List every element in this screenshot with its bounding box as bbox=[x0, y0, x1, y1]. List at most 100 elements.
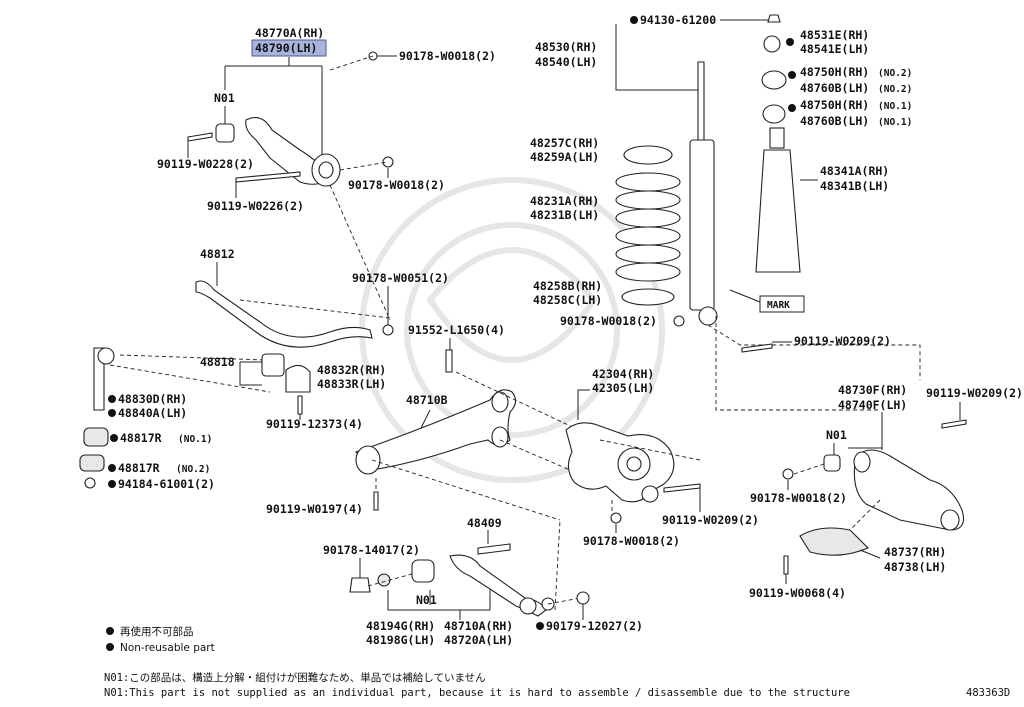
nut-94184 bbox=[84, 477, 96, 489]
label-90119-w0209-a[interactable]: 90119-W0209(2) bbox=[662, 513, 759, 527]
label-48541e[interactable]: 48541E(LH) bbox=[800, 42, 869, 56]
label-48231a[interactable]: 48231A(RH) bbox=[530, 194, 599, 208]
label-48830d[interactable]: 48830D(RH) bbox=[118, 392, 187, 406]
label-90119-w0197[interactable]: 90119-W0197(4) bbox=[266, 502, 363, 516]
coil-spring bbox=[615, 172, 681, 282]
lower-link-group: 48409 90178-14017(2) N01 48194G(RH) 4819… bbox=[323, 516, 643, 647]
washer-48194g bbox=[377, 573, 391, 587]
stabilizer-bar bbox=[195, 280, 373, 348]
label-48720a[interactable]: 48720A(LH) bbox=[444, 633, 513, 647]
label-48812[interactable]: 48812 bbox=[200, 247, 235, 261]
shock-spring-group: 94130-61200 48530(RH) 48540(LH) 48257C(R… bbox=[530, 13, 921, 411]
nut-90178-w0018-b bbox=[382, 156, 394, 168]
label-90178-w0018-c[interactable]: 90178-W0018(2) bbox=[583, 534, 680, 548]
label-n01-top: N01 bbox=[214, 91, 235, 105]
label-90178-w0051[interactable]: 90178-W0051(2) bbox=[352, 271, 449, 285]
label-48409[interactable]: 48409 bbox=[467, 516, 502, 530]
label-48531e[interactable]: 48531E(RH) bbox=[800, 28, 869, 42]
label-48817r-1[interactable]: 48817R bbox=[120, 431, 162, 445]
bolt-90119-w0226 bbox=[235, 171, 301, 183]
label-48833r[interactable]: 48833R(LH) bbox=[317, 377, 386, 391]
label-48540[interactable]: 48540(LH) bbox=[535, 55, 597, 69]
label-48341b[interactable]: 48341B(LH) bbox=[820, 179, 889, 193]
label-48740f[interactable]: 48740F(LH) bbox=[838, 398, 907, 412]
bump-stopper-top bbox=[769, 127, 785, 149]
label-48760b-2[interactable]: 48760B(LH) bbox=[800, 81, 869, 95]
label-48817r-2[interactable]: 48817R bbox=[118, 461, 160, 475]
stabilizer-bracket bbox=[285, 364, 311, 393]
lower-arm-48710b bbox=[355, 389, 517, 471]
bolt-90119-w0068 bbox=[783, 555, 789, 575]
upper-arm bbox=[245, 117, 331, 185]
label-48710b[interactable]: 48710B bbox=[406, 393, 448, 407]
highlight-box-48790[interactable] bbox=[251, 39, 327, 57]
stabilizer-bushing bbox=[261, 353, 285, 377]
label-48832r[interactable]: 48832R(RH) bbox=[317, 363, 386, 377]
nut-90178-14017 bbox=[349, 577, 371, 593]
label-48730f[interactable]: 48730F(RH) bbox=[838, 383, 907, 397]
label-48737[interactable]: 48737(RH) bbox=[884, 545, 946, 559]
label-42304[interactable]: 42304(RH) bbox=[592, 367, 654, 381]
label-48258b[interactable]: 48258B(RH) bbox=[533, 279, 602, 293]
label-48840a[interactable]: 48840A(LH) bbox=[118, 406, 187, 420]
cushion-no1 bbox=[83, 427, 109, 447]
upper-spring-seat bbox=[623, 145, 673, 165]
label-90119-12373[interactable]: 90119-12373(4) bbox=[266, 417, 363, 431]
bolt-90119-w0209-c bbox=[941, 419, 967, 429]
label-48231b[interactable]: 48231B(LH) bbox=[530, 208, 599, 222]
lower-arm-cover bbox=[799, 527, 869, 556]
label-90178-w0018-b[interactable]: 90178-W0018(2) bbox=[348, 178, 445, 192]
diagram-id: 483363D bbox=[966, 687, 1010, 699]
legend-en: Non-reusable part bbox=[120, 642, 215, 654]
nut-90179-12027 bbox=[576, 591, 590, 605]
lower-spring-seat bbox=[621, 288, 675, 306]
nut-94130 bbox=[767, 14, 781, 23]
nut-90178-w0018-d bbox=[673, 315, 685, 327]
bushing-n01-mid bbox=[411, 559, 435, 583]
nut-90178-w0018-c bbox=[610, 512, 622, 524]
upper-arm-group: 48770A(RH) 48790(LH) N01 90178-W0018(2) … bbox=[157, 26, 496, 321]
label-48760b-1[interactable]: 48760B(LH) bbox=[800, 114, 869, 128]
label-48750h-1[interactable]: 48750H(RH) bbox=[800, 98, 869, 112]
label-48770a[interactable]: 48770A(RH) bbox=[255, 26, 324, 40]
mark-box bbox=[759, 295, 805, 313]
label-90119-w0228[interactable]: 90119-W0228(2) bbox=[157, 157, 254, 171]
label-n01-right: N01 bbox=[826, 428, 847, 442]
label-94184[interactable]: 94184-61001(2) bbox=[118, 477, 215, 491]
label-90178-w0018-a[interactable]: 90178-W0018(2) bbox=[399, 49, 496, 63]
bolt-90119-w0209-a bbox=[663, 483, 701, 493]
label-48760b-2-sub: (NO.2) bbox=[878, 84, 912, 95]
label-48818[interactable]: 48818 bbox=[200, 355, 235, 369]
label-90119-w0209-c[interactable]: 90119-W0209(2) bbox=[926, 386, 1023, 400]
label-42305[interactable]: 42305(LH) bbox=[592, 381, 654, 395]
stabilizer-link bbox=[93, 347, 105, 411]
label-48257c[interactable]: 48257C(RH) bbox=[530, 136, 599, 150]
label-90178-w0018-e[interactable]: 90178-W0018(2) bbox=[750, 491, 847, 505]
label-48790[interactable]: 48790(LH) bbox=[255, 41, 317, 55]
knuckle-group: 42304(RH) 42305(LH) 90119-W0209(2) 90178… bbox=[565, 367, 759, 548]
label-48738[interactable]: 48738(LH) bbox=[884, 560, 946, 574]
label-48194g[interactable]: 48194G(RH) bbox=[366, 619, 435, 633]
label-48198g[interactable]: 48198G(LH) bbox=[366, 633, 435, 647]
label-48710a[interactable]: 48710A(RH) bbox=[444, 619, 513, 633]
label-48530[interactable]: 48530(RH) bbox=[535, 40, 597, 54]
label-48750h-2[interactable]: 48750H(RH) bbox=[800, 65, 869, 79]
label-48258c[interactable]: 48258C(LH) bbox=[533, 293, 602, 307]
label-n01-mid: N01 bbox=[416, 593, 437, 607]
label-90119-w0226[interactable]: 90119-W0226(2) bbox=[207, 199, 304, 213]
legend-jp: 再使用不可部品 bbox=[120, 625, 194, 638]
label-90178-w0018-d[interactable]: 90178-W0018(2) bbox=[560, 314, 657, 328]
label-90179-12027[interactable]: 90179-12027(2) bbox=[546, 619, 643, 633]
right-lower-arm-group: 90119-W0209(2) 48730F(RH) 48740F(LH) N01… bbox=[749, 383, 1023, 600]
lower-arm-group: 91552-L1650(4) 48710B 90119-W0197(4) bbox=[266, 323, 601, 521]
label-90119-w0068[interactable]: 90119-W0068(4) bbox=[749, 586, 846, 600]
label-91552[interactable]: 91552-L1650(4) bbox=[408, 323, 505, 337]
cushion-48750h-2 bbox=[761, 70, 787, 90]
label-48259a[interactable]: 48259A(LH) bbox=[530, 150, 599, 164]
label-48341a[interactable]: 48341A(RH) bbox=[820, 164, 889, 178]
note-en: N01:This part is not supplied as an indi… bbox=[104, 687, 850, 699]
bolt-48409 bbox=[477, 543, 511, 555]
label-94130[interactable]: 94130-61200 bbox=[640, 13, 716, 27]
label-90178-14017[interactable]: 90178-14017(2) bbox=[323, 543, 420, 557]
label-90119-w0209-b[interactable]: 90119-W0209(2) bbox=[794, 334, 891, 348]
